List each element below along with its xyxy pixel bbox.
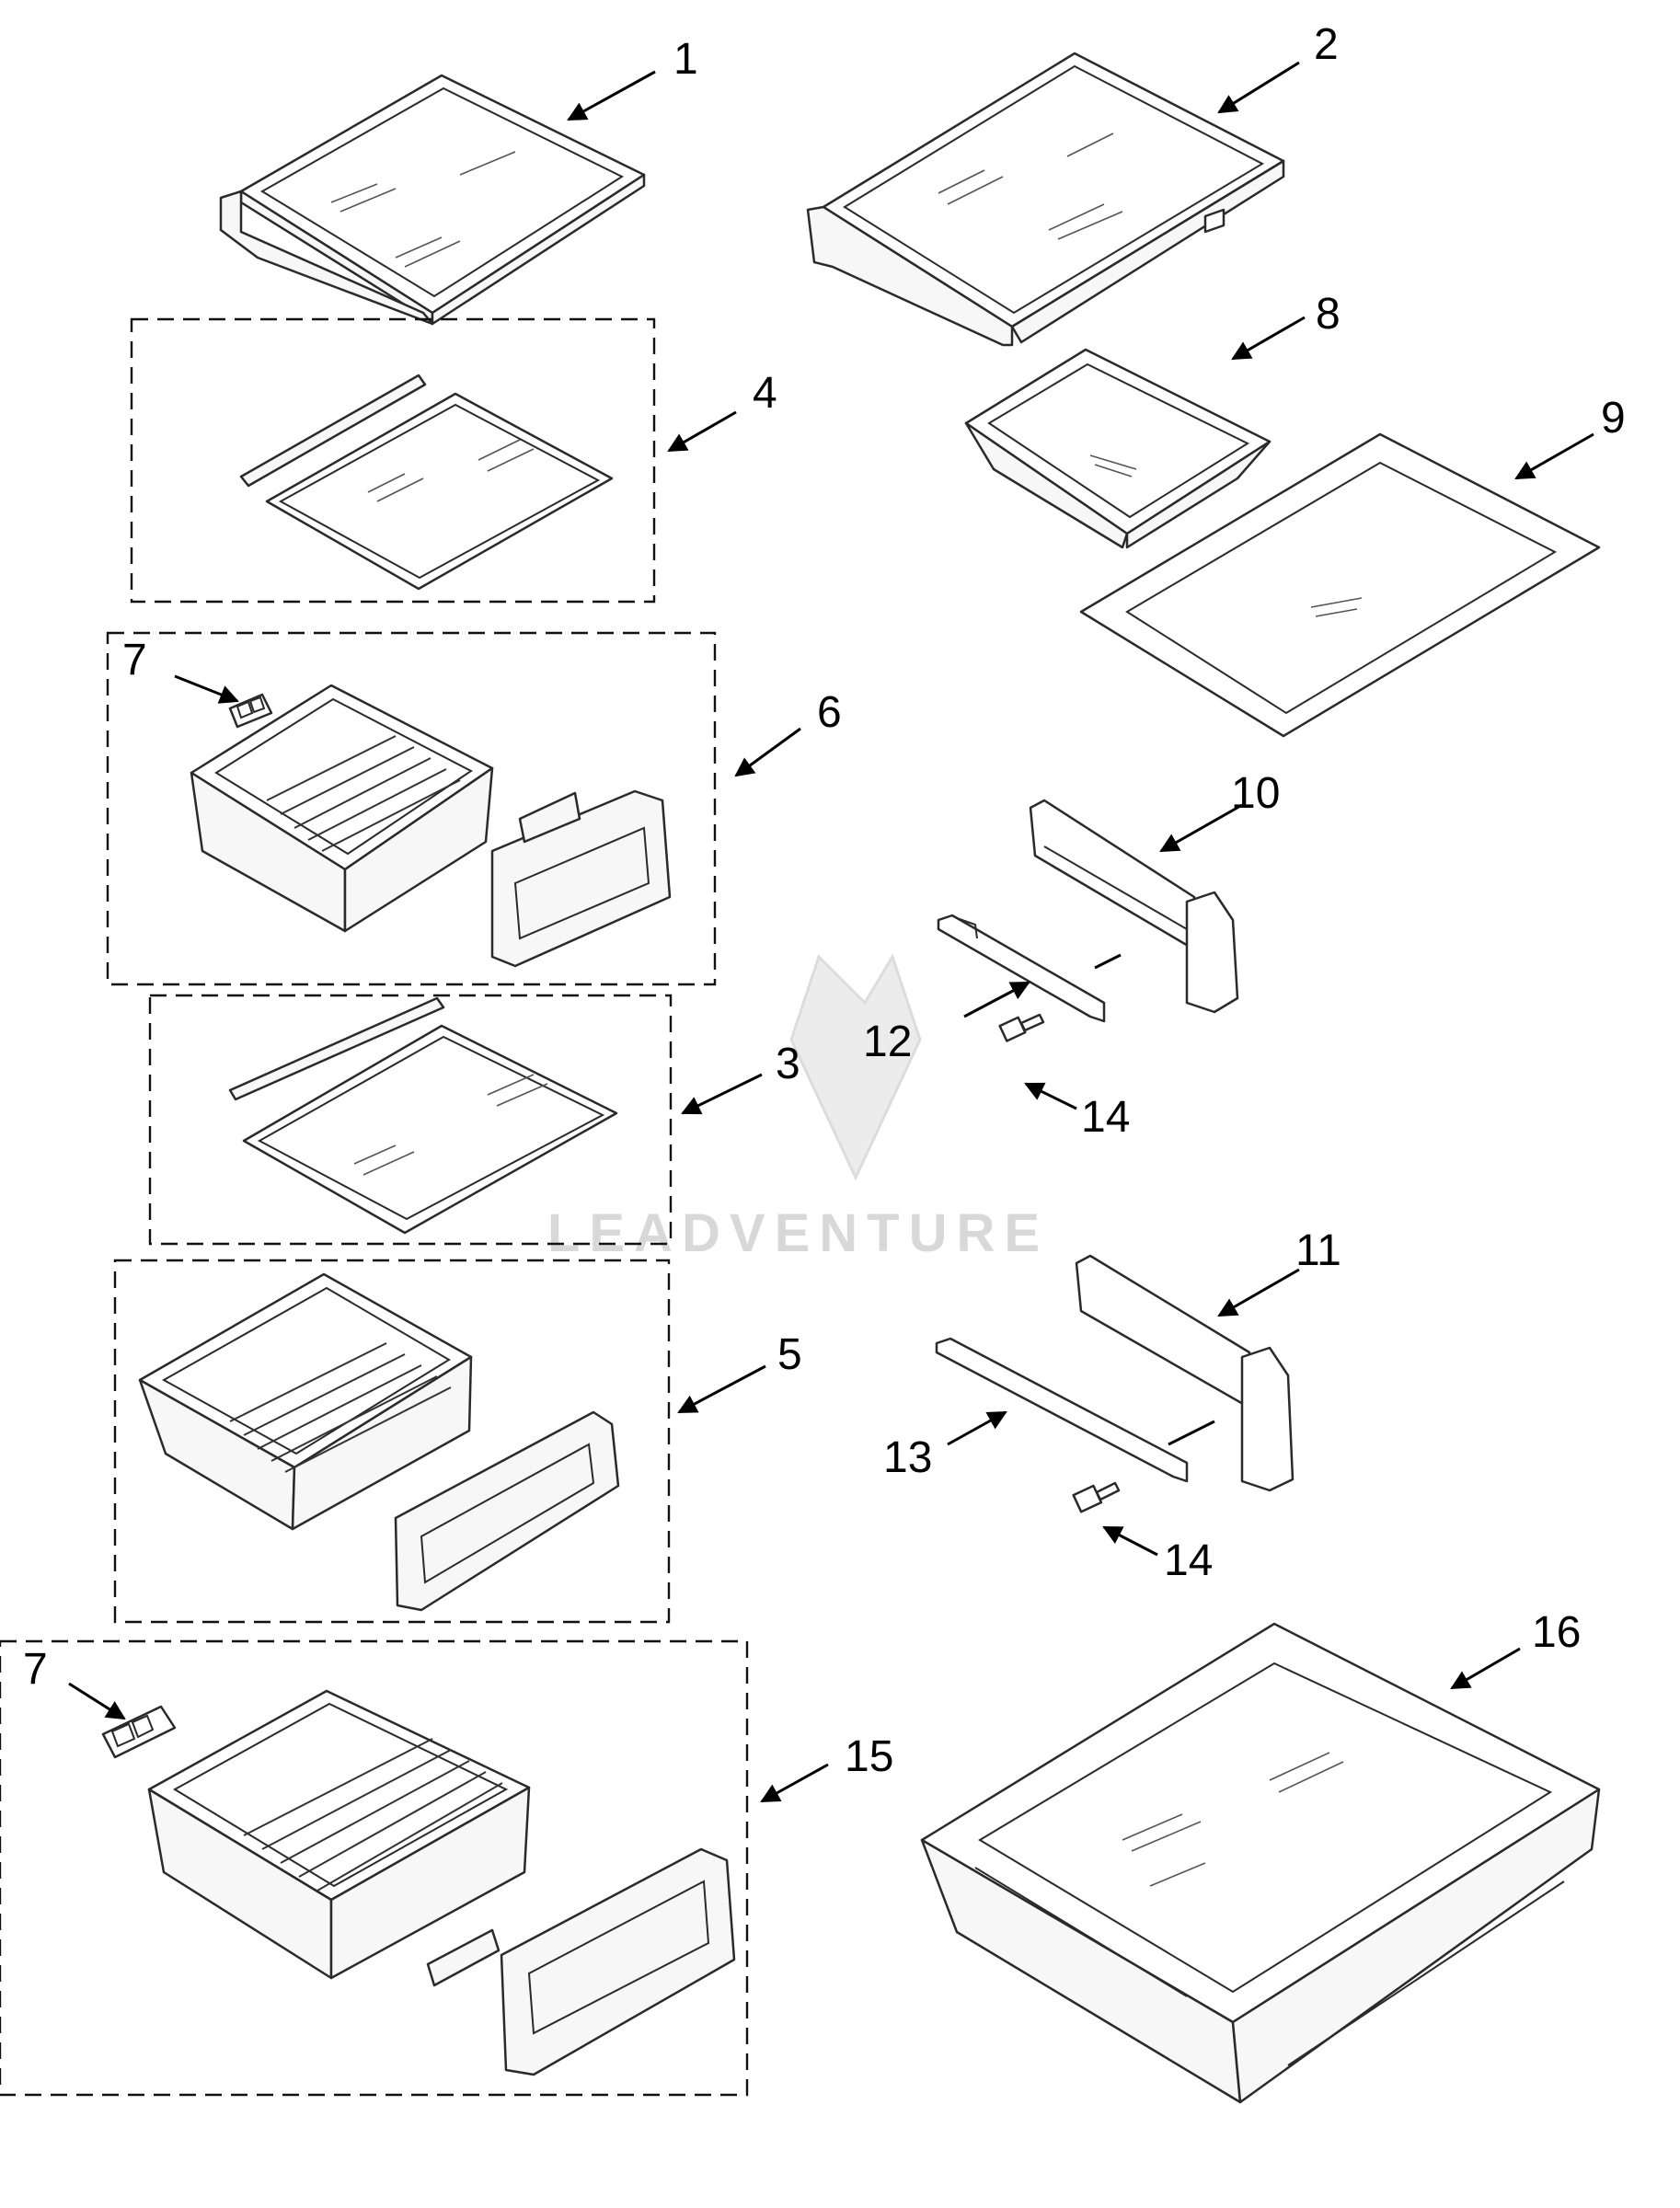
part-14-screw-upper	[998, 1013, 1045, 1042]
callout-11: 11	[1295, 1226, 1341, 1275]
leader-lines	[68, 61, 1594, 1803]
callout-13: 13	[883, 1433, 932, 1482]
callout-2: 2	[1314, 20, 1339, 69]
part-14-screw-lower	[1072, 1481, 1121, 1513]
part-10-drawer-slide	[1029, 799, 1239, 1014]
callout-labels: 1 2 4 8 9 7 6 10 12 14 3 11 5 13 14 16 7…	[23, 20, 1626, 1781]
assembly-box-3	[148, 994, 673, 1246]
part-7-filter-cover-lower	[101, 1705, 177, 1759]
callout-14-lower: 14	[1164, 1536, 1213, 1585]
assembly-box-5	[113, 1259, 671, 1624]
callout-16: 16	[1532, 1608, 1581, 1657]
part-15-crisper-drawer	[147, 1689, 736, 2076]
hidden-line-11	[1168, 1420, 1215, 1446]
part-16-pan-assembly	[920, 1622, 1601, 2104]
part-2-glass-shelf	[806, 52, 1285, 347]
assembly-box-15	[0, 1639, 749, 2097]
callout-4: 4	[753, 369, 777, 418]
part-7-filter-cover-upper	[228, 693, 273, 729]
part-6-crisper-drawer	[190, 684, 672, 968]
callout-5: 5	[777, 1330, 802, 1379]
callout-15: 15	[845, 1732, 893, 1781]
part-11-drawer-slide	[1075, 1254, 1295, 1492]
assembly-box-6	[106, 631, 717, 986]
callout-10: 10	[1231, 769, 1280, 818]
callout-3: 3	[776, 1040, 800, 1088]
part-9-large-tray	[1079, 432, 1601, 738]
part-3-glass-shelf	[228, 996, 618, 1235]
part-13-slide-rail	[935, 1337, 1189, 1483]
part-4-glass-shelf	[239, 374, 614, 591]
callout-1: 1	[673, 35, 698, 84]
part-5-crisper-drawer	[138, 1272, 620, 1612]
watermark-logo	[789, 953, 922, 1181]
part-8-small-tray	[964, 348, 1272, 549]
callout-7-lower: 7	[23, 1645, 48, 1694]
watermark: LEADVENTURE	[547, 953, 1049, 1263]
callout-7-upper: 7	[122, 636, 147, 684]
watermark-text: LEADVENTURE	[547, 1203, 1049, 1263]
callout-6: 6	[817, 688, 842, 737]
part-1-glass-shelf	[219, 74, 646, 326]
callout-8: 8	[1316, 290, 1341, 339]
callout-12: 12	[863, 1018, 912, 1066]
callout-14-upper: 14	[1081, 1093, 1130, 1142]
assembly-box-4	[130, 317, 656, 604]
callout-9: 9	[1601, 394, 1626, 443]
hidden-line-10	[1094, 953, 1122, 970]
part-12-slide-rail	[937, 914, 1106, 1023]
